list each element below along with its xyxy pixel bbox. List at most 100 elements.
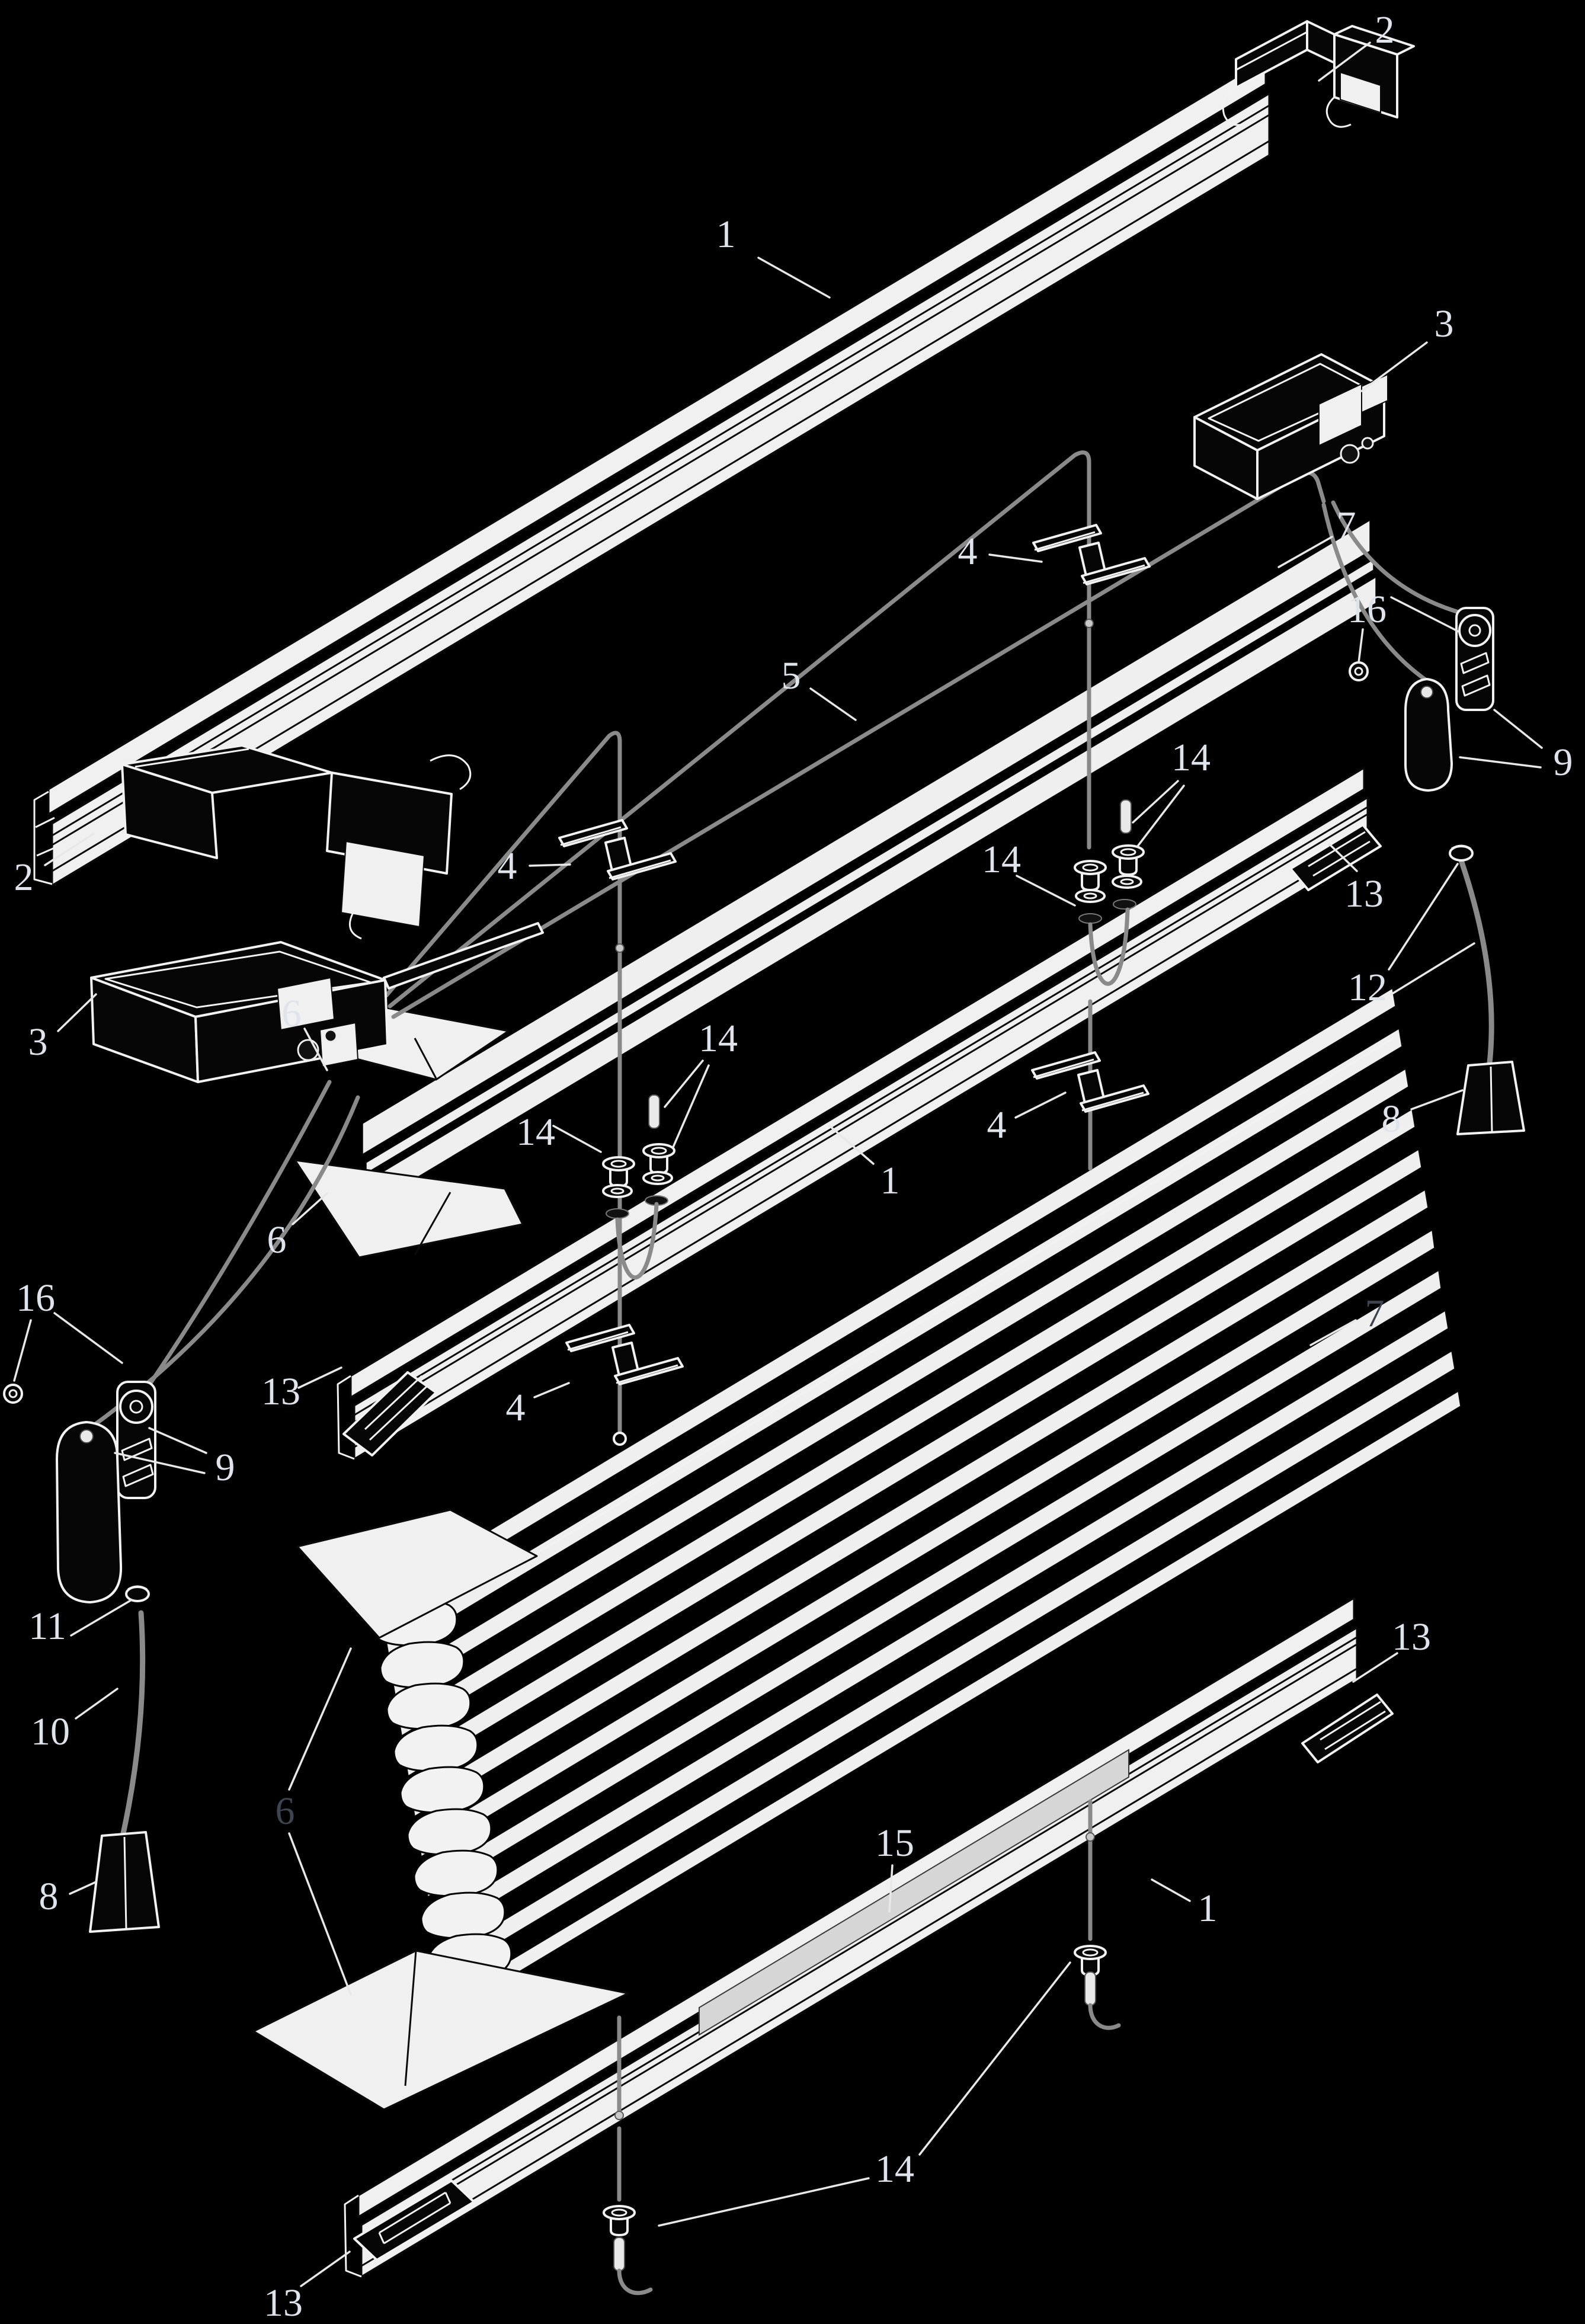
leader-line-13 — [1352, 1652, 1398, 1683]
callout-6: 6 — [276, 1790, 295, 1833]
grommet-cluster-bottom-left — [603, 2205, 653, 2296]
leader-line-3 — [1360, 341, 1428, 392]
grommet-cluster-left — [602, 1094, 675, 1280]
leader-line-16 — [53, 1312, 123, 1364]
leader-line-3 — [57, 993, 97, 1032]
leader-line-8 — [1410, 1089, 1464, 1110]
leader-line-16 — [1357, 628, 1364, 664]
leader-line-1 — [757, 257, 831, 299]
shade-flap-lower — [252, 1950, 629, 2111]
leader-line-4 — [988, 553, 1043, 563]
leader-line-2 — [44, 833, 95, 866]
callout-3: 3 — [28, 1020, 48, 1064]
callout-9: 9 — [216, 1446, 235, 1489]
pleated-shade — [252, 987, 1461, 2111]
cord-cap-left — [125, 1585, 150, 1602]
leader-line-14 — [918, 1961, 1071, 2156]
leader-line-11 — [70, 1599, 133, 1637]
leader-line-6 — [303, 1027, 328, 1071]
cord-weight-right — [1456, 1061, 1525, 1135]
callout-13: 13 — [1344, 872, 1384, 915]
leader-line-12 — [1390, 942, 1475, 995]
callout-8: 8 — [1382, 1097, 1401, 1141]
callout-15: 15 — [875, 1822, 914, 1865]
leader-line-9 — [114, 1452, 206, 1474]
callout-14: 14 — [982, 838, 1021, 881]
callout-2: 2 — [1375, 8, 1395, 52]
leader-line-14 — [658, 2177, 870, 2227]
leader-line-6 — [288, 1832, 352, 1996]
callout-4: 4 — [498, 844, 517, 888]
leader-line-6 — [292, 1192, 328, 1225]
callout-1: 1 — [880, 1159, 900, 1202]
leader-line-14 — [664, 1059, 704, 1108]
leader-line-1 — [828, 1125, 875, 1165]
bottom-rail — [344, 1597, 1358, 2278]
leader-line-14 — [552, 1125, 602, 1153]
callout-14: 14 — [875, 2147, 914, 2191]
leader-line-7 — [1277, 536, 1333, 568]
callout-8: 8 — [39, 1875, 59, 1918]
callout-14: 14 — [1171, 736, 1211, 779]
leader-line-13 — [297, 1366, 342, 1389]
cord-weight-left — [89, 1831, 160, 1933]
leader-line-16 — [1390, 596, 1460, 633]
grommet-cluster-right — [1074, 799, 1145, 986]
callout-13: 13 — [261, 1370, 300, 1413]
callout-7: 7 — [1365, 1292, 1385, 1335]
leader-line-4 — [1014, 1091, 1067, 1119]
leader-line-13 — [300, 2251, 351, 2287]
leader-line-14 — [1136, 785, 1185, 847]
leader-line-14 — [1016, 875, 1076, 907]
cord-ring-right — [1349, 661, 1369, 681]
end-cap-middle-right — [1289, 824, 1382, 891]
cord-lock-left — [90, 922, 544, 1083]
leader-line-13 — [1328, 843, 1358, 872]
mounting-bracket-left — [121, 744, 472, 940]
cord-equalizer-right — [1455, 607, 1494, 711]
leader-line-5 — [809, 687, 857, 721]
callout-14: 14 — [699, 1017, 738, 1060]
tassel-right — [1404, 678, 1453, 792]
end-cap-bottom-left — [353, 2179, 475, 2261]
callout-5: 5 — [782, 654, 801, 697]
tension-cord-right — [1458, 857, 1494, 1066]
cord-ring-left — [3, 1384, 23, 1404]
leader-line-12 — [1388, 863, 1459, 971]
callout-9: 9 — [1554, 741, 1573, 784]
leader-line-2 — [1318, 41, 1371, 82]
callout-6: 6 — [267, 1218, 287, 1262]
leader-line-16 — [13, 1319, 32, 1382]
leader-line-9 — [148, 1427, 207, 1454]
leader-line-4 — [533, 1382, 570, 1398]
callout-1: 1 — [716, 213, 736, 256]
leader-line-9 — [1493, 709, 1543, 749]
leader-line-14 — [1132, 780, 1179, 824]
leader-line-1 — [1151, 1878, 1191, 1902]
cord-equalizer-left — [116, 1381, 156, 1499]
tension-cord-left — [120, 1610, 146, 1836]
callout-13: 13 — [264, 2281, 303, 2324]
shade-flap-upper — [296, 1509, 538, 1639]
tassel-left — [56, 1421, 123, 1603]
leader-line-14 — [672, 1064, 710, 1148]
callout-6: 6 — [282, 992, 302, 1035]
leader-line-7 — [1309, 1319, 1357, 1346]
callout-4: 4 — [506, 1386, 526, 1429]
callout-4: 4 — [958, 530, 978, 573]
callout-16: 16 — [1347, 588, 1387, 631]
leader-line-9 — [1459, 756, 1542, 769]
callout-13: 13 — [1392, 1615, 1431, 1659]
leader-line-4 — [529, 863, 571, 867]
callout-11: 11 — [28, 1605, 66, 1648]
tassel-cord-right-a — [1331, 500, 1476, 619]
leader-line-8 — [69, 1881, 97, 1895]
callout-3: 3 — [1434, 302, 1454, 345]
cord-cap-right — [1449, 844, 1474, 862]
callout-2: 2 — [14, 856, 34, 899]
cord-end-ball — [613, 1432, 627, 1446]
callout-14: 14 — [516, 1110, 555, 1154]
rail-insert — [699, 1749, 1129, 2036]
